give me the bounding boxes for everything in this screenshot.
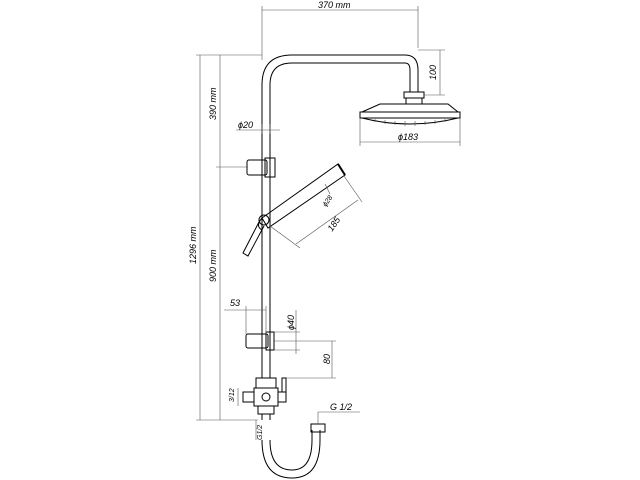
dim-arm-drop: 100 [428, 65, 438, 80]
overhead-shower-head [359, 91, 461, 126]
dim-outlet-thread-bottom: G1/2 [257, 425, 264, 440]
dim-top-section: 390 mm [208, 87, 218, 120]
dim-bracket-height: 80 [322, 354, 332, 364]
diverter-valve [242, 377, 287, 420]
dim-bracket-diameter: ϕ40 [286, 315, 296, 330]
dimension-lines [196, 6, 461, 440]
hand-shower [242, 163, 346, 257]
dim-pipe-diameter: ϕ20 [238, 120, 253, 130]
dim-bracket-offset: 53 [230, 298, 240, 308]
dim-inlet-thread: G 1/2 [330, 402, 352, 412]
dim-hand-shower-length: 185 [325, 214, 342, 233]
dim-arm-width: 370 mm [318, 0, 351, 10]
dim-hand-shower-diameter: ϕ28 [322, 194, 334, 208]
upper-holder [246, 157, 276, 178]
dim-total-height: 1296 mm [188, 226, 198, 264]
dim-outlet-thread-side: 3/12 [229, 388, 236, 402]
hose [261, 423, 326, 479]
shower-head-nozzles [374, 119, 446, 126]
dim-lower-section: 900 mm [208, 249, 218, 282]
dim-head-diameter: ϕ183 [398, 132, 418, 142]
